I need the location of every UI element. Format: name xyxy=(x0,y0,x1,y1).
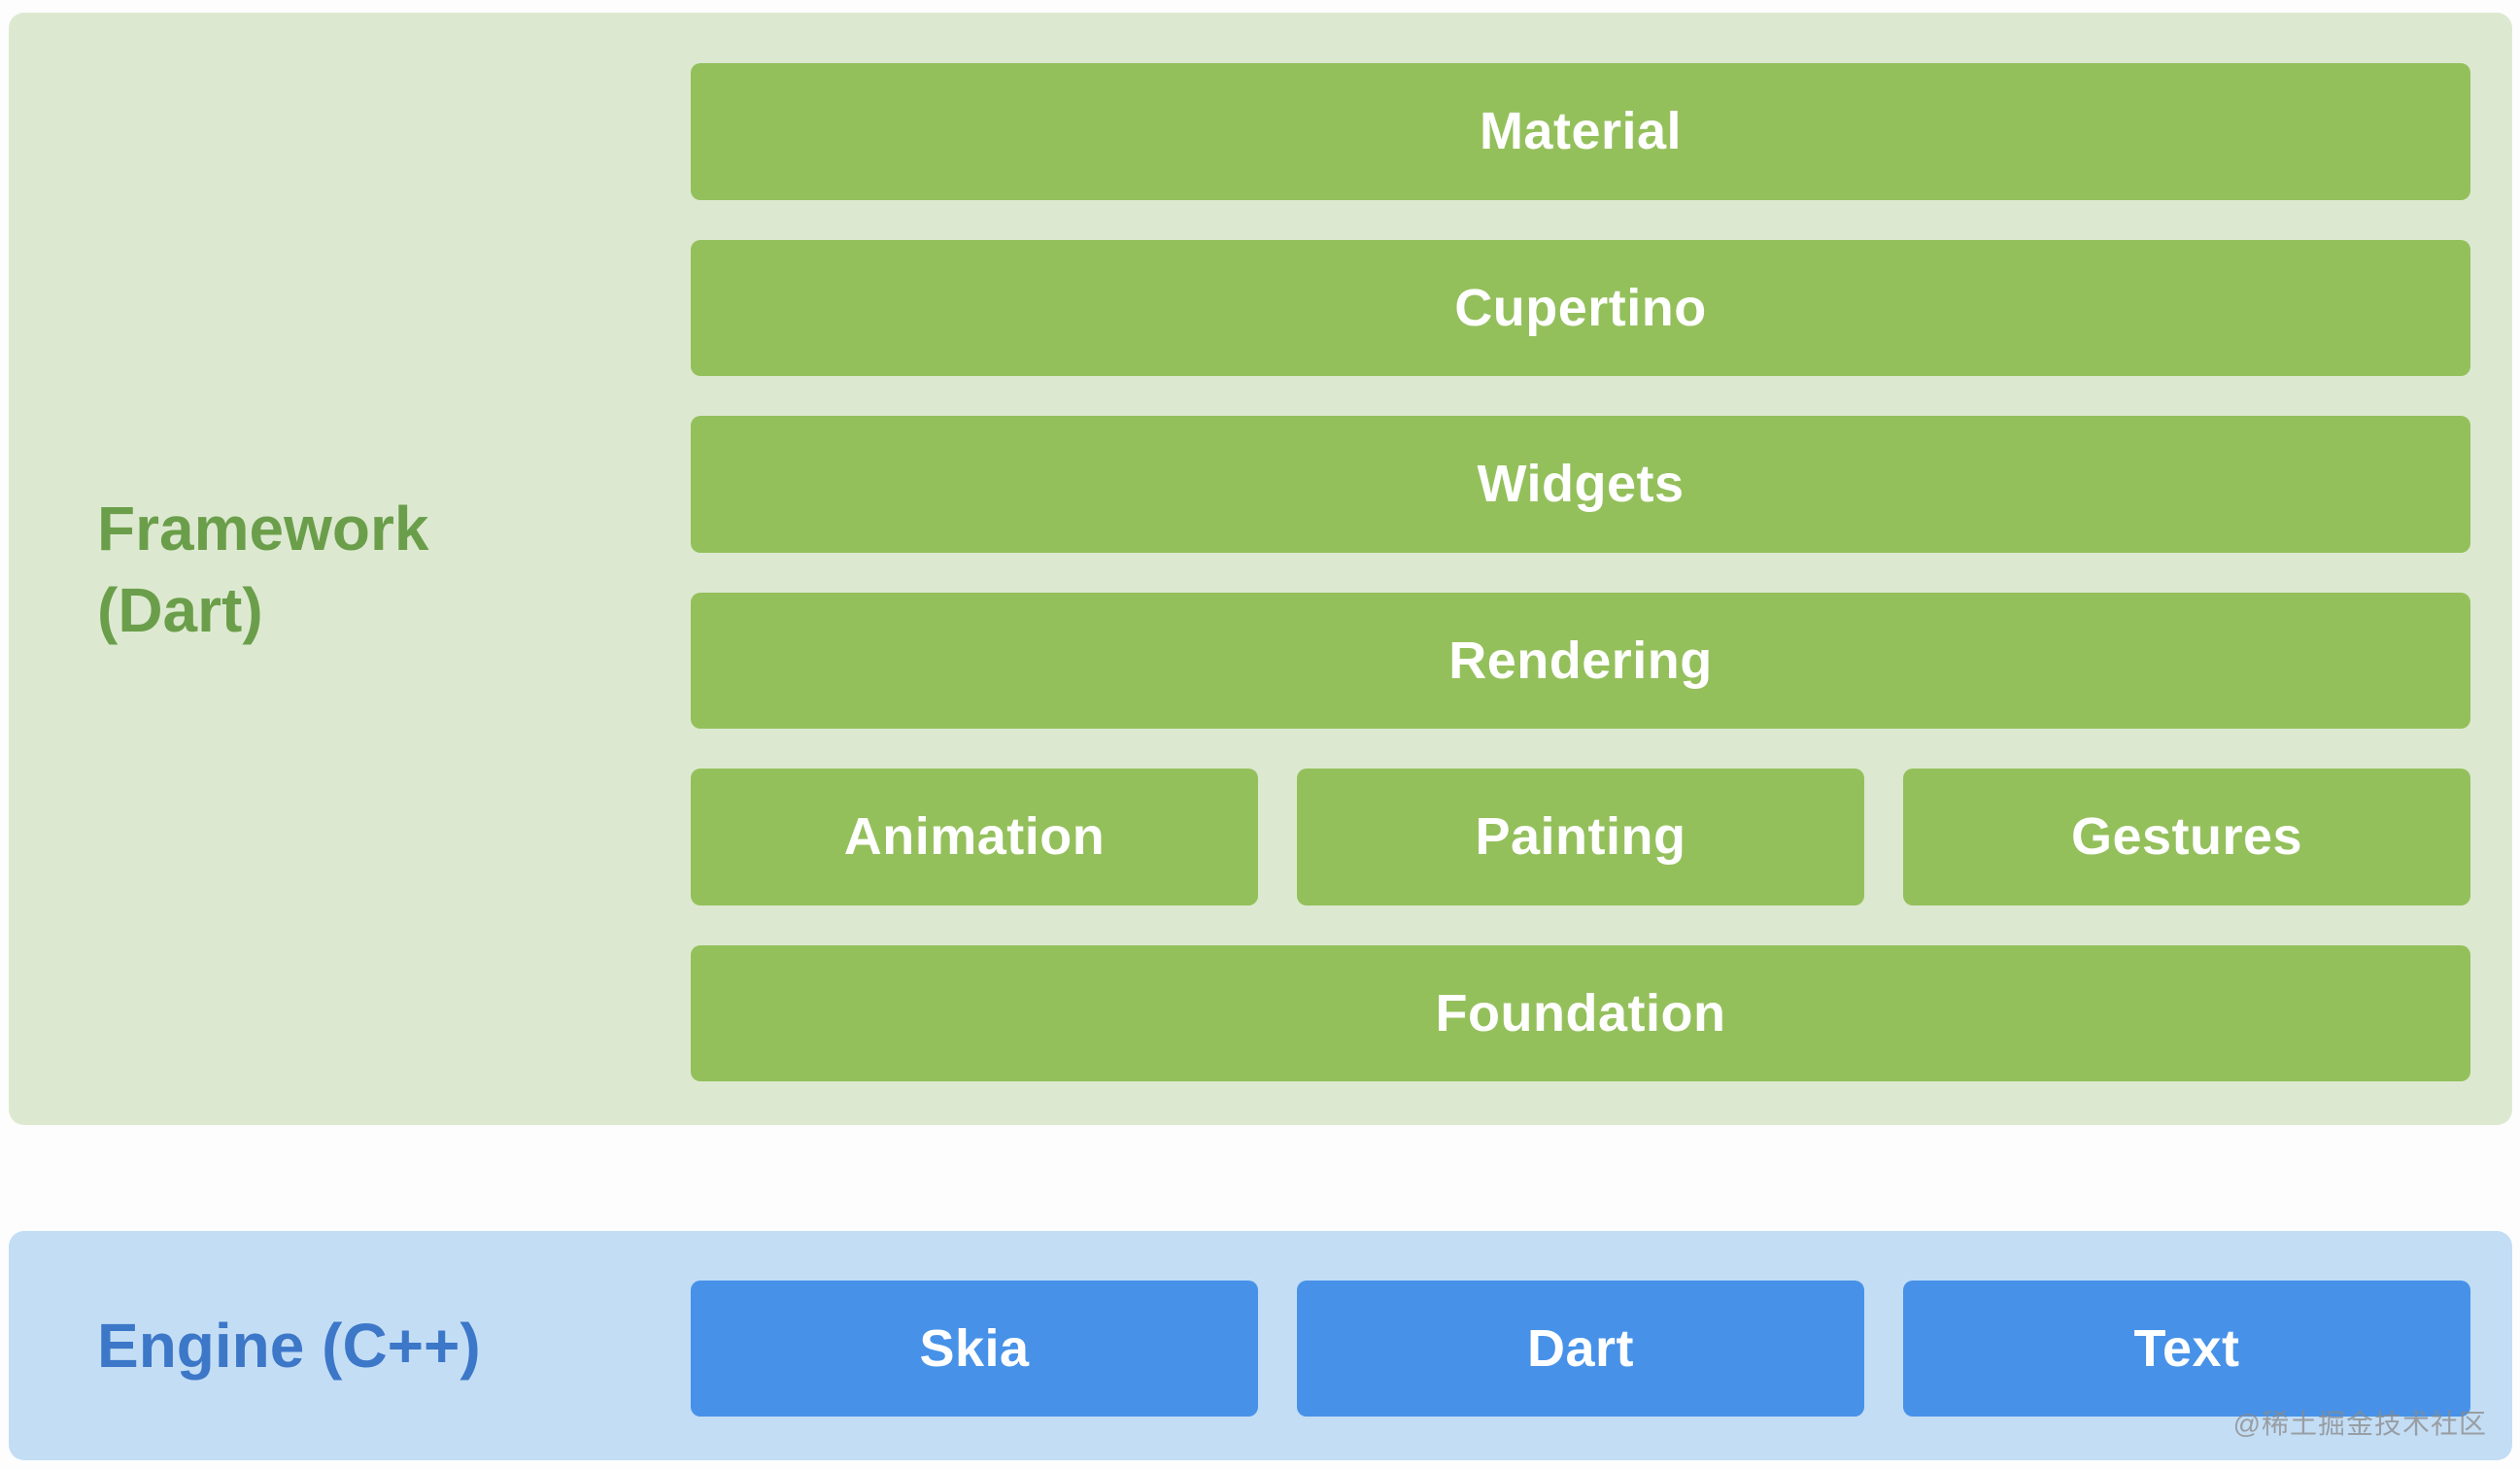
framework-layers: Material Cupertino Widgets Rendering Ani… xyxy=(691,13,2512,1125)
layer-text: Text xyxy=(1903,1281,2470,1417)
engine-layers: Skia Dart Text xyxy=(691,1231,2512,1460)
engine-panel: Engine (C++) Skia Dart Text xyxy=(9,1231,2512,1460)
framework-title-line2: (Dart) xyxy=(97,574,263,645)
layer-split-row: Animation Painting Gestures xyxy=(691,769,2470,905)
engine-title: Engine (C++) xyxy=(97,1311,481,1381)
layer-widgets: Widgets xyxy=(691,416,2470,553)
layer-foundation: Foundation xyxy=(691,944,2470,1081)
layer-animation: Animation xyxy=(691,769,1258,905)
layer-rendering: Rendering xyxy=(691,592,2470,729)
framework-panel: Framework (Dart) Material Cupertino Widg… xyxy=(9,13,2512,1125)
layer-dart: Dart xyxy=(1297,1281,1864,1417)
layer-painting: Painting xyxy=(1297,769,1864,905)
juejin-watermark: @稀土掘金技术社区 xyxy=(2232,1409,2487,1439)
layer-material: Material xyxy=(691,63,2470,200)
engine-panel-title: Engine (C++) xyxy=(9,1231,691,1460)
layer-cupertino: Cupertino xyxy=(691,239,2470,376)
framework-title-line1: Framework xyxy=(97,493,429,564)
framework-panel-title: Framework (Dart) xyxy=(9,13,691,1125)
layer-skia: Skia xyxy=(691,1281,1258,1417)
layer-gestures: Gestures xyxy=(1903,769,2470,905)
